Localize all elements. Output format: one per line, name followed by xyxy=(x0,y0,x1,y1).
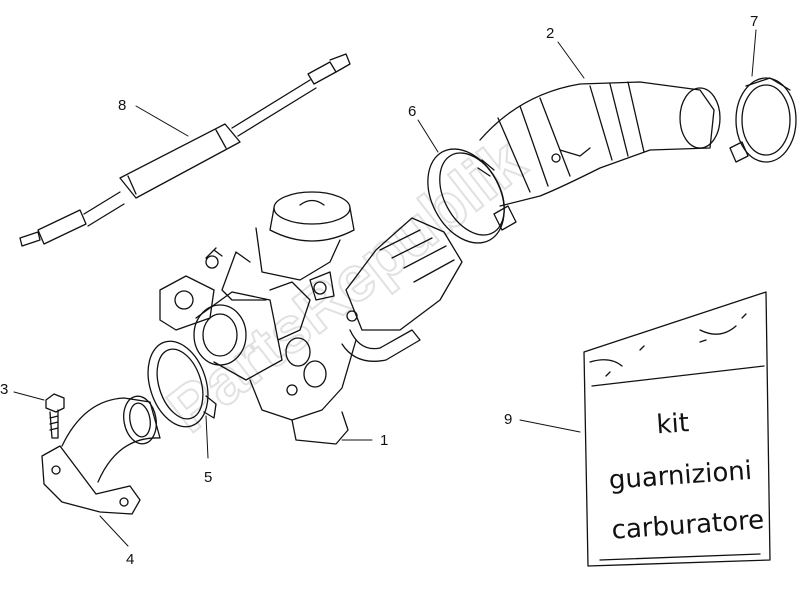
part-6-clamp xyxy=(427,148,517,244)
callout-8: 8 xyxy=(118,97,126,114)
leader-2 xyxy=(557,41,585,79)
callout-labels: 1 2 3 4 5 6 7 8 9 xyxy=(0,13,758,568)
leader-8 xyxy=(135,105,189,137)
leader-9 xyxy=(519,419,581,433)
part-4-manifold xyxy=(41,395,161,515)
part-7-clamp xyxy=(729,77,797,163)
leader-5 xyxy=(205,415,209,459)
kit-bag-label: kit guarnizioni carburatore xyxy=(608,408,765,546)
callout-5: 5 xyxy=(204,469,212,486)
watermark-text: PartsRepublik xyxy=(154,124,538,446)
leader-lines xyxy=(13,29,757,547)
leader-7 xyxy=(751,29,757,77)
callout-9: 9 xyxy=(504,411,512,428)
leader-4 xyxy=(99,515,129,547)
callout-7: 7 xyxy=(750,13,758,30)
leader-3 xyxy=(13,391,45,401)
watermark: PartsRepublik xyxy=(153,123,539,447)
leader-6 xyxy=(417,119,439,153)
part-3-screw xyxy=(45,393,65,439)
kit-bag-line3: carburatore xyxy=(611,505,765,546)
callout-1: 1 xyxy=(380,432,388,449)
callout-3: 3 xyxy=(0,381,8,398)
part-1-carburetor xyxy=(159,191,463,445)
part-2-duct xyxy=(479,81,721,207)
kit-bag-line2: guarnizioni xyxy=(608,456,753,496)
part-8-cable xyxy=(19,53,351,247)
part-9-kit-bag xyxy=(583,291,771,567)
callout-2: 2 xyxy=(546,25,554,42)
callout-4: 4 xyxy=(126,551,134,568)
kit-bag-line1: kit xyxy=(656,408,690,440)
part-5-gasket xyxy=(147,340,217,428)
callout-6: 6 xyxy=(408,103,416,120)
